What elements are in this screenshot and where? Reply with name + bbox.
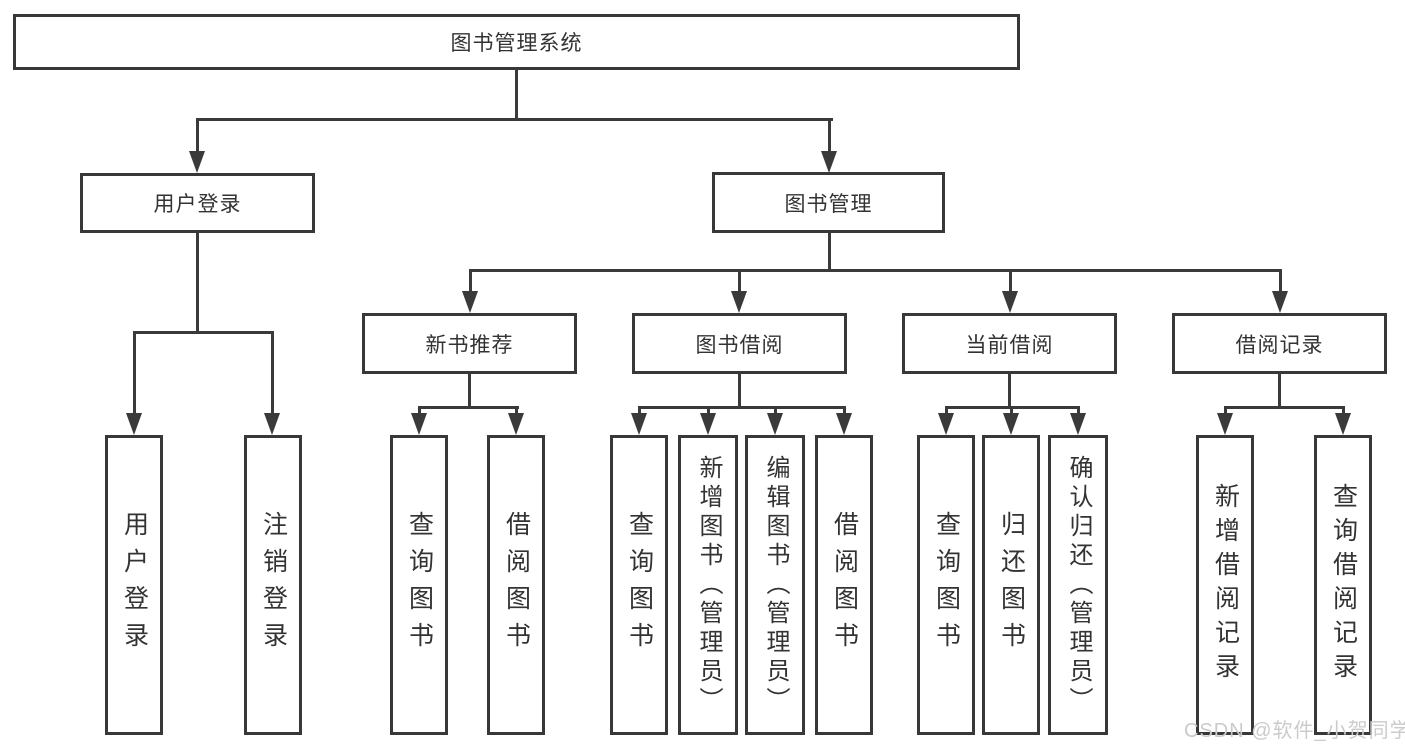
node-current-borrowing: 当前借阅: [902, 313, 1117, 374]
node-new-book-recommendation: 新书推荐: [362, 313, 577, 374]
arrowhead-down-login-leaf: [126, 413, 142, 435]
connector-records-stem: [1278, 374, 1281, 409]
connector-records-drop-2: [1342, 406, 1345, 416]
node-logout-leaf-label: 注销登录: [259, 511, 288, 659]
node-book-borrowing-label: 图书借阅: [695, 333, 784, 357]
arrowhead-down-bor-add: [700, 413, 716, 435]
node-library-system: 图书管理系统: [13, 14, 1020, 70]
node-query-borrow-record-label: 查询借阅记录: [1329, 483, 1358, 687]
connector-mgmt-bus: [469, 269, 1282, 272]
node-logout-leaf: 注销登录: [244, 435, 302, 735]
connector-current-drop-3: [1077, 406, 1080, 416]
connector-mgmt-drop-2: [738, 269, 741, 293]
connector-records-bus: [1224, 406, 1345, 409]
node-user-login-leaf-label: 用户登录: [120, 511, 149, 659]
node-borrow-books-borrowing: 借阅图书: [815, 435, 873, 735]
node-borrow-books-recommend-label: 借阅图书: [502, 511, 531, 659]
node-query-books-borrowing-label: 查询图书: [625, 511, 654, 659]
connector-login-bus: [133, 331, 274, 334]
connector-mgmt-drop-4: [1279, 269, 1282, 293]
connector-borrowing-drop-2: [707, 406, 710, 416]
connector-mgmt-stem: [828, 232, 831, 272]
node-query-borrow-record: 查询借阅记录: [1314, 435, 1372, 735]
connector-borrowing-drop-1: [638, 406, 641, 416]
connector-recommend-drop-1: [418, 406, 421, 416]
node-confirm-return-admin-label: 确认归还（管理员）: [1065, 454, 1092, 716]
connector-current-drop-2: [1010, 406, 1013, 416]
connector-borrowing-bus: [638, 406, 846, 409]
node-query-books-recommend: 查询图书: [390, 435, 448, 735]
connector-borrowing-drop-4: [843, 406, 846, 416]
node-confirm-return-admin: 确认归还（管理员）: [1048, 435, 1108, 735]
node-user-login-leaf: 用户登录: [105, 435, 163, 735]
arrowhead-down-rec-query: [411, 413, 427, 435]
arrowhead-down-recommend: [462, 291, 478, 313]
arrowhead-down-login: [189, 151, 205, 173]
node-borrow-books-borrowing-label: 借阅图书: [830, 511, 859, 659]
arrowhead-down-records: [1272, 291, 1288, 313]
connector-root-bus: [196, 118, 833, 121]
arrowhead-down-cur-query: [938, 413, 954, 435]
arrowhead-down-current: [1002, 291, 1018, 313]
connector-recommend-stem: [468, 374, 471, 409]
arrowhead-down-mgmt: [821, 151, 837, 173]
node-query-books-current-label: 查询图书: [932, 511, 961, 659]
watermark: CSDN @软件_小贺同学: [1184, 720, 1405, 742]
connector-borrowing-stem: [738, 374, 741, 409]
connector-login-drop-2: [271, 331, 274, 415]
arrowhead-down-bor-query: [631, 413, 647, 435]
node-current-borrowing-label: 当前借阅: [965, 333, 1054, 357]
node-edit-books-admin-label: 编辑图书（管理员）: [762, 454, 789, 716]
connector-borrowing-drop-3: [774, 406, 777, 416]
node-query-books-borrowing: 查询图书: [610, 435, 668, 735]
node-query-books-current: 查询图书: [917, 435, 975, 735]
connector-login-stem: [196, 233, 199, 334]
connector-root-drop-mgmt: [828, 118, 831, 154]
arrowhead-down-bor-borrow: [836, 413, 852, 435]
node-book-borrowing: 图书借阅: [632, 313, 847, 374]
node-edit-books-admin: 编辑图书（管理员）: [745, 435, 805, 735]
arrowhead-down-cur-confirm: [1070, 413, 1086, 435]
connector-root-drop-login: [196, 118, 199, 154]
node-new-book-recommendation-label: 新书推荐: [425, 333, 514, 357]
node-user-login-label: 用户登录: [153, 193, 242, 216]
connector-recommend-bus: [418, 406, 519, 409]
connector-current-stem: [1008, 374, 1011, 409]
arrowhead-down-borrowing: [731, 291, 747, 313]
connector-root-stem: [515, 68, 518, 121]
node-borrowing-records: 借阅记录: [1172, 313, 1387, 374]
connector-mgmt-drop-1: [469, 269, 472, 293]
connector-login-drop-1: [133, 331, 136, 415]
arrowhead-down-bor-edit: [767, 413, 783, 435]
connector-records-drop-1: [1224, 406, 1227, 416]
node-return-books-label: 归还图书: [997, 511, 1026, 659]
arrowhead-down-rec-borrow: [508, 413, 524, 435]
connector-mgmt-drop-3: [1009, 269, 1012, 293]
arrowhead-down-cur-return: [1003, 413, 1019, 435]
node-add-books-admin: 新增图书（管理员）: [678, 435, 738, 735]
arrowhead-down-recadd: [1217, 413, 1233, 435]
node-query-books-recommend-label: 查询图书: [405, 511, 434, 659]
node-library-system-label: 图书管理系统: [450, 32, 583, 55]
node-add-borrow-record: 新增借阅记录: [1196, 435, 1254, 735]
node-user-login: 用户登录: [80, 173, 315, 233]
node-add-borrow-record-label: 新增借阅记录: [1211, 483, 1240, 687]
arrowhead-down-recquery: [1335, 413, 1351, 435]
arrowhead-down-logout-leaf: [264, 413, 280, 435]
node-borrowing-records-label: 借阅记录: [1235, 333, 1324, 357]
node-return-books: 归还图书: [982, 435, 1040, 735]
connector-current-drop-1: [945, 406, 948, 416]
node-borrow-books-recommend: 借阅图书: [487, 435, 545, 735]
connector-recommend-drop-2: [515, 406, 518, 416]
node-book-management-label: 图书管理: [784, 192, 873, 216]
node-add-books-admin-label: 新增图书（管理员）: [695, 454, 722, 716]
node-book-management: 图书管理: [712, 172, 945, 233]
